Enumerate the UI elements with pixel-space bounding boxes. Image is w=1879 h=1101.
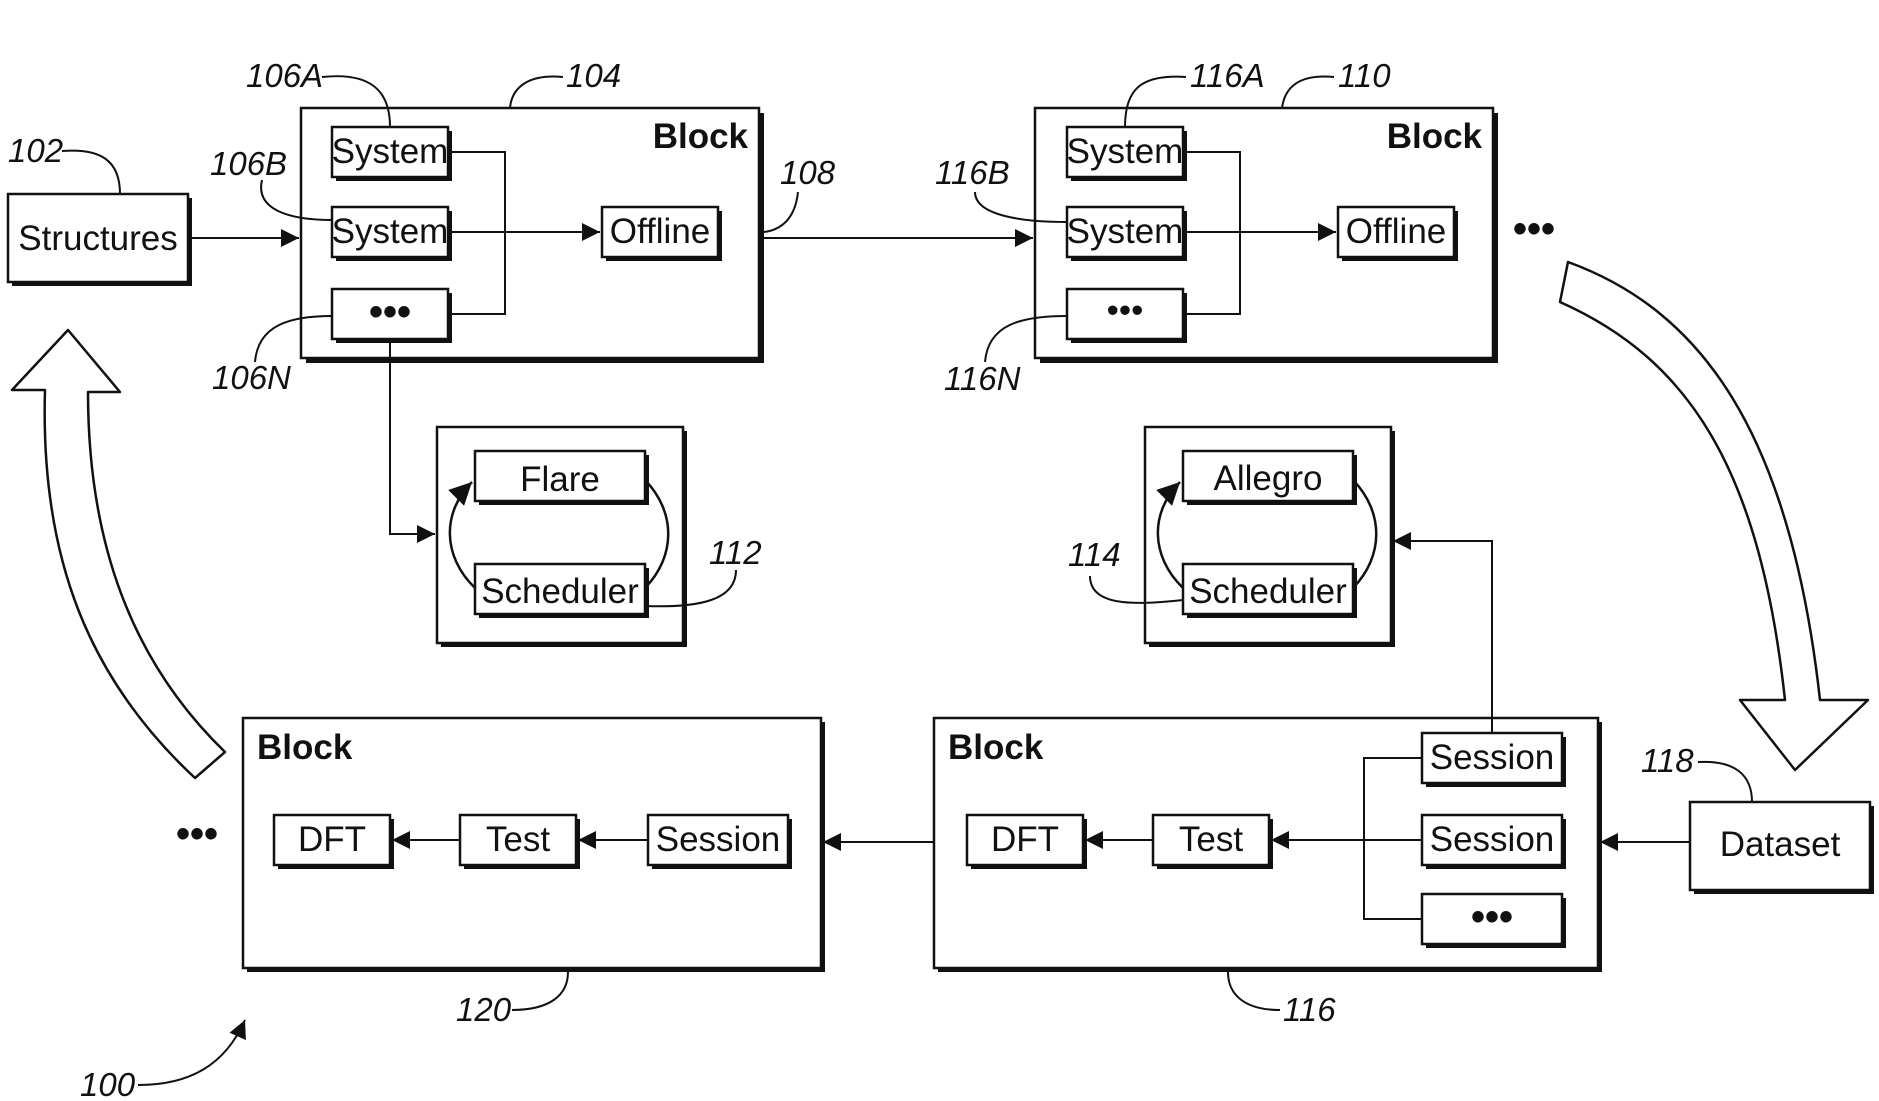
ref-116n: 116N <box>944 360 1021 397</box>
system-106b-label: System <box>332 212 449 251</box>
ref-110: 110 <box>1338 57 1391 94</box>
ref-104: 104 <box>566 57 621 94</box>
ref-100: 100 <box>80 1066 136 1101</box>
ref-120: 120 <box>456 991 512 1028</box>
offline-104-label: Offline <box>610 212 711 251</box>
structures-node: Structures <box>8 194 192 286</box>
cycle-arrow-left <box>12 330 225 778</box>
unit-114: Allegro Scheduler <box>1145 427 1395 647</box>
allegro-label: Allegro <box>1214 459 1323 498</box>
system-116b-label: System <box>1067 212 1184 251</box>
block-116-title: Block <box>948 728 1044 767</box>
ref-118: 118 <box>1641 742 1694 779</box>
ref-102: 102 <box>8 132 63 169</box>
ref-106n: 106N <box>212 359 291 396</box>
flare-label: Flare <box>520 460 600 499</box>
block-104: Block System System ••• Offline <box>301 108 764 363</box>
ref-116: 116 <box>1283 991 1336 1028</box>
block-116: Block Session Session ••• Test DFT <box>934 718 1602 972</box>
continue-right-dots: ••• <box>1513 207 1555 251</box>
ref-108: 108 <box>780 154 836 191</box>
session-116-a-label: Session <box>1430 738 1555 777</box>
block-120-title: Block <box>257 728 353 767</box>
block-110: Block System System ••• Offline <box>1035 108 1498 363</box>
session-116-b-label: Session <box>1430 820 1555 859</box>
dataset-label: Dataset <box>1720 825 1841 864</box>
dft-116-label: DFT <box>991 820 1059 859</box>
system-116n-label: ••• <box>1107 291 1144 330</box>
system-116a-label: System <box>1067 132 1184 171</box>
ref-116a: 116A <box>1190 57 1265 94</box>
continue-left-dots: ••• <box>176 812 218 856</box>
test-116-label: Test <box>1179 820 1243 859</box>
cycle-arrow-right <box>1560 262 1868 770</box>
dft-120-label: DFT <box>298 820 366 859</box>
ref-116b: 116B <box>935 154 1010 191</box>
session-116-n-label: ••• <box>1471 895 1513 939</box>
ref-112: 112 <box>709 534 762 571</box>
session-120-label: Session <box>656 820 781 859</box>
unit-112: Flare Scheduler <box>437 427 687 647</box>
block-120: Block Session Test DFT <box>243 718 825 972</box>
test-120-label: Test <box>486 820 550 859</box>
ref-114: 114 <box>1068 536 1121 573</box>
scheduler-112-label: Scheduler <box>481 572 639 611</box>
system-106n-label: ••• <box>369 290 411 334</box>
scheduler-114-label: Scheduler <box>1189 572 1347 611</box>
ref-106b: 106B <box>210 145 287 182</box>
block-110-title: Block <box>1387 117 1483 156</box>
dataset-node: Dataset <box>1690 802 1874 894</box>
block-104-title: Block <box>653 117 749 156</box>
structures-label: Structures <box>18 219 178 258</box>
offline-110-label: Offline <box>1346 212 1447 251</box>
system-106a-label: System <box>332 132 449 171</box>
ref-106a: 106A <box>246 57 323 94</box>
